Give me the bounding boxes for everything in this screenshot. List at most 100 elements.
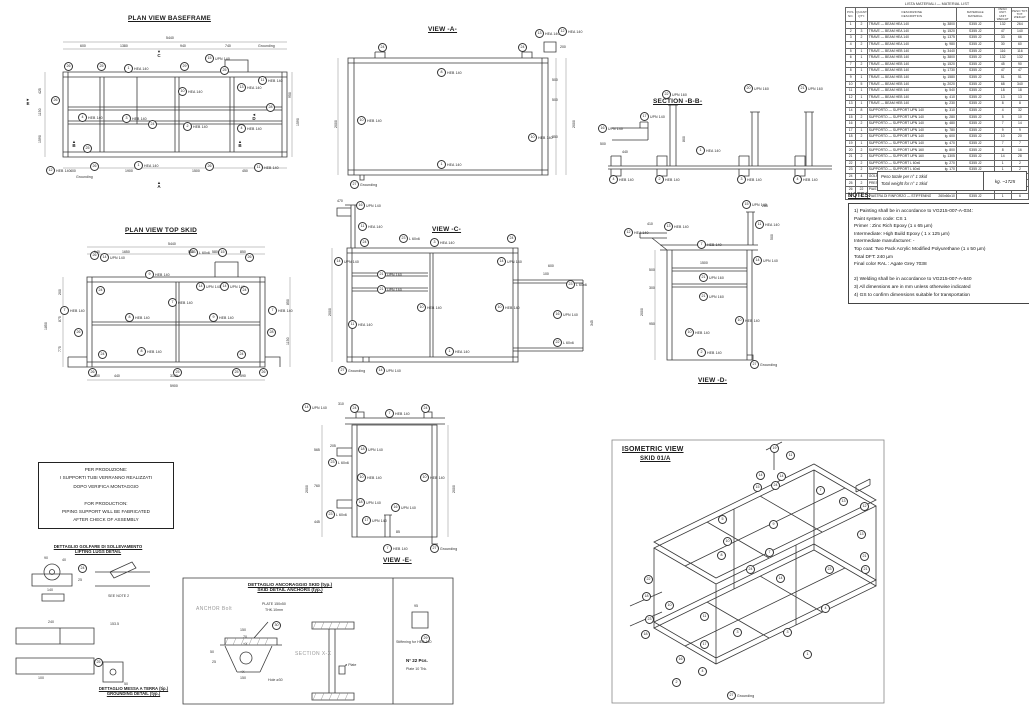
material-row: 7 2 TRAVE — BEAM HEB 140 lg. 1520 S355 J… bbox=[844, 60, 1029, 69]
cell-tot-weight: 60 bbox=[1010, 40, 1029, 49]
cell-length: lg. 1520 bbox=[931, 27, 957, 36]
cell-unit-weight: 68 bbox=[993, 80, 1012, 89]
material-row: 13 1 TRAVE — BEAM HEB 140 lg. 230 S355 J… bbox=[844, 100, 1029, 108]
dimension-label: 590 bbox=[240, 374, 246, 378]
balloon-callout: 25 bbox=[83, 144, 92, 153]
cell-pos: 25 bbox=[844, 179, 857, 188]
section-arrow: ►E bbox=[26, 97, 30, 106]
cell-pos: 10 bbox=[844, 80, 857, 89]
dimension-label: 1590 bbox=[296, 118, 300, 126]
dimension-label: 500 bbox=[552, 98, 558, 102]
cell-unit-weight: 7 bbox=[993, 120, 1012, 128]
balloon-callout: 4 bbox=[698, 667, 707, 676]
title-plan-view-baseframe: PLAN VIEW BASEFRAME bbox=[128, 15, 211, 22]
cell-unit-weight: 1 bbox=[993, 159, 1012, 168]
cell-length: lg. 230 bbox=[931, 100, 957, 108]
cell-material: S355 J2 bbox=[955, 153, 995, 161]
col-tot-weight: PESO TOT. TOT. WEIGHT bbox=[1010, 6, 1029, 23]
note-line bbox=[854, 269, 1024, 277]
material-row: 27 6 PIASTRA DI RINFORZO — STIFFENING PL… bbox=[844, 192, 1029, 201]
text-label: 240 bbox=[48, 620, 54, 624]
cell-length: lg. 410 bbox=[931, 93, 957, 102]
material-row: 3 2 TRAVE — BEAM HEA 140 lg. 1375 S355 J… bbox=[844, 34, 1029, 42]
cell-material: S355 J2 bbox=[955, 34, 995, 42]
cell-length: lg. 1375 bbox=[931, 34, 957, 42]
total-weight-labels: Peso totale per n° 1 Skid Total weight f… bbox=[878, 172, 983, 190]
cell-description: TRAVE — BEAM HEB 140 bbox=[866, 60, 932, 69]
balloon-callout: 24 bbox=[237, 350, 246, 359]
cell-pos: 14 bbox=[844, 106, 857, 115]
cell-qty: 2 bbox=[855, 153, 868, 161]
anchors-detail-title-en: SKID DETAIL ANCHORS (typ.) bbox=[257, 587, 323, 592]
dimension-label: 450 bbox=[242, 169, 248, 173]
dimension-label: 440 bbox=[114, 374, 120, 378]
cell-pos: 20 bbox=[844, 146, 857, 155]
cell-length: lg. 2020 bbox=[931, 80, 957, 89]
lifting-detail-title-it: DETTAGLIO GOLFARE DI SOLLEVAMENTO bbox=[53, 544, 143, 549]
cell-material: S355 J2 bbox=[955, 27, 995, 36]
cell-tot-weight: 116 bbox=[1010, 47, 1029, 56]
cell-description: SUPPORTO — SUPPORT UPN 160 bbox=[866, 146, 932, 155]
cell-unit-weight: 7 bbox=[993, 139, 1012, 148]
cell-unit-weight: 8 bbox=[993, 100, 1012, 108]
production-note-line: DOPO VERIFICA MONTAGGIO bbox=[73, 483, 139, 489]
balloon-callout: 21 bbox=[861, 565, 870, 574]
cell-length: 260x66x10 bbox=[931, 192, 957, 201]
cell-tot-weight: 47 bbox=[1010, 67, 1029, 75]
dimension-label: 5900 bbox=[170, 384, 178, 388]
balloon-callout: 25 bbox=[94, 658, 103, 667]
material-row: 21 2 SUPPORTO — SUPPORT UPN 160 lg. 1305… bbox=[844, 153, 1029, 161]
material-row: 12 1 TRAVE — BEAM HEB 140 lg. 410 S355 J… bbox=[844, 93, 1029, 102]
balloon-callout: 26 bbox=[259, 368, 268, 377]
title-lifting-lugs-detail: DETTAGLIO GOLFARE DI SOLLEVAMENTO LIFTIN… bbox=[22, 544, 174, 554]
dimension-label: 345 bbox=[590, 320, 594, 326]
dimension-label: 410 bbox=[647, 222, 653, 226]
cell-unit-weight: 132 bbox=[993, 54, 1012, 62]
balloon-callout: 26 bbox=[90, 251, 99, 260]
material-row: 4 2 TRAVE — BEAM HEA 140 lg. 980 S355 J2… bbox=[844, 40, 1029, 49]
cell-material: S355 J2 bbox=[955, 60, 995, 69]
cell-material: S355 J2 bbox=[955, 80, 995, 89]
title-view-a: VIEW -A- bbox=[428, 26, 458, 33]
dimension-label: 1150 bbox=[38, 108, 42, 116]
cell-unit-weight: 132 bbox=[993, 21, 1012, 29]
dimension-label: 875 bbox=[58, 316, 62, 322]
grounding-detail-title-en: GROUNDING DETAIL (typ.) bbox=[106, 691, 161, 696]
balloon-callout: 18 bbox=[642, 592, 651, 601]
balloon-callout: 1 bbox=[803, 650, 812, 659]
balloon-callout: 14 bbox=[756, 471, 765, 480]
note-line: Total DFT: 240 µm bbox=[854, 254, 894, 260]
cell-material: S355 J2 bbox=[955, 54, 995, 62]
cell-length: lg. 600 bbox=[931, 133, 957, 141]
cell-pos: 1 bbox=[844, 21, 857, 29]
col-unit-weight: PESO UNIT. UNIT WEIGHT bbox=[993, 6, 1012, 23]
dimension-label: 850 bbox=[286, 299, 290, 305]
lifting-detail-lines bbox=[31, 561, 150, 602]
dimension-label: 200 bbox=[58, 289, 62, 295]
dimension-label: 500 bbox=[552, 78, 558, 82]
col-description: DESCRIZIONE DESCRIPTION bbox=[866, 6, 957, 23]
view-d-lines bbox=[639, 211, 758, 362]
cell-description: TRAVE — BEAM HEB 140 bbox=[866, 54, 932, 62]
dimension-label: 3130 bbox=[170, 374, 178, 378]
cell-material: S355 J2 bbox=[955, 100, 995, 108]
